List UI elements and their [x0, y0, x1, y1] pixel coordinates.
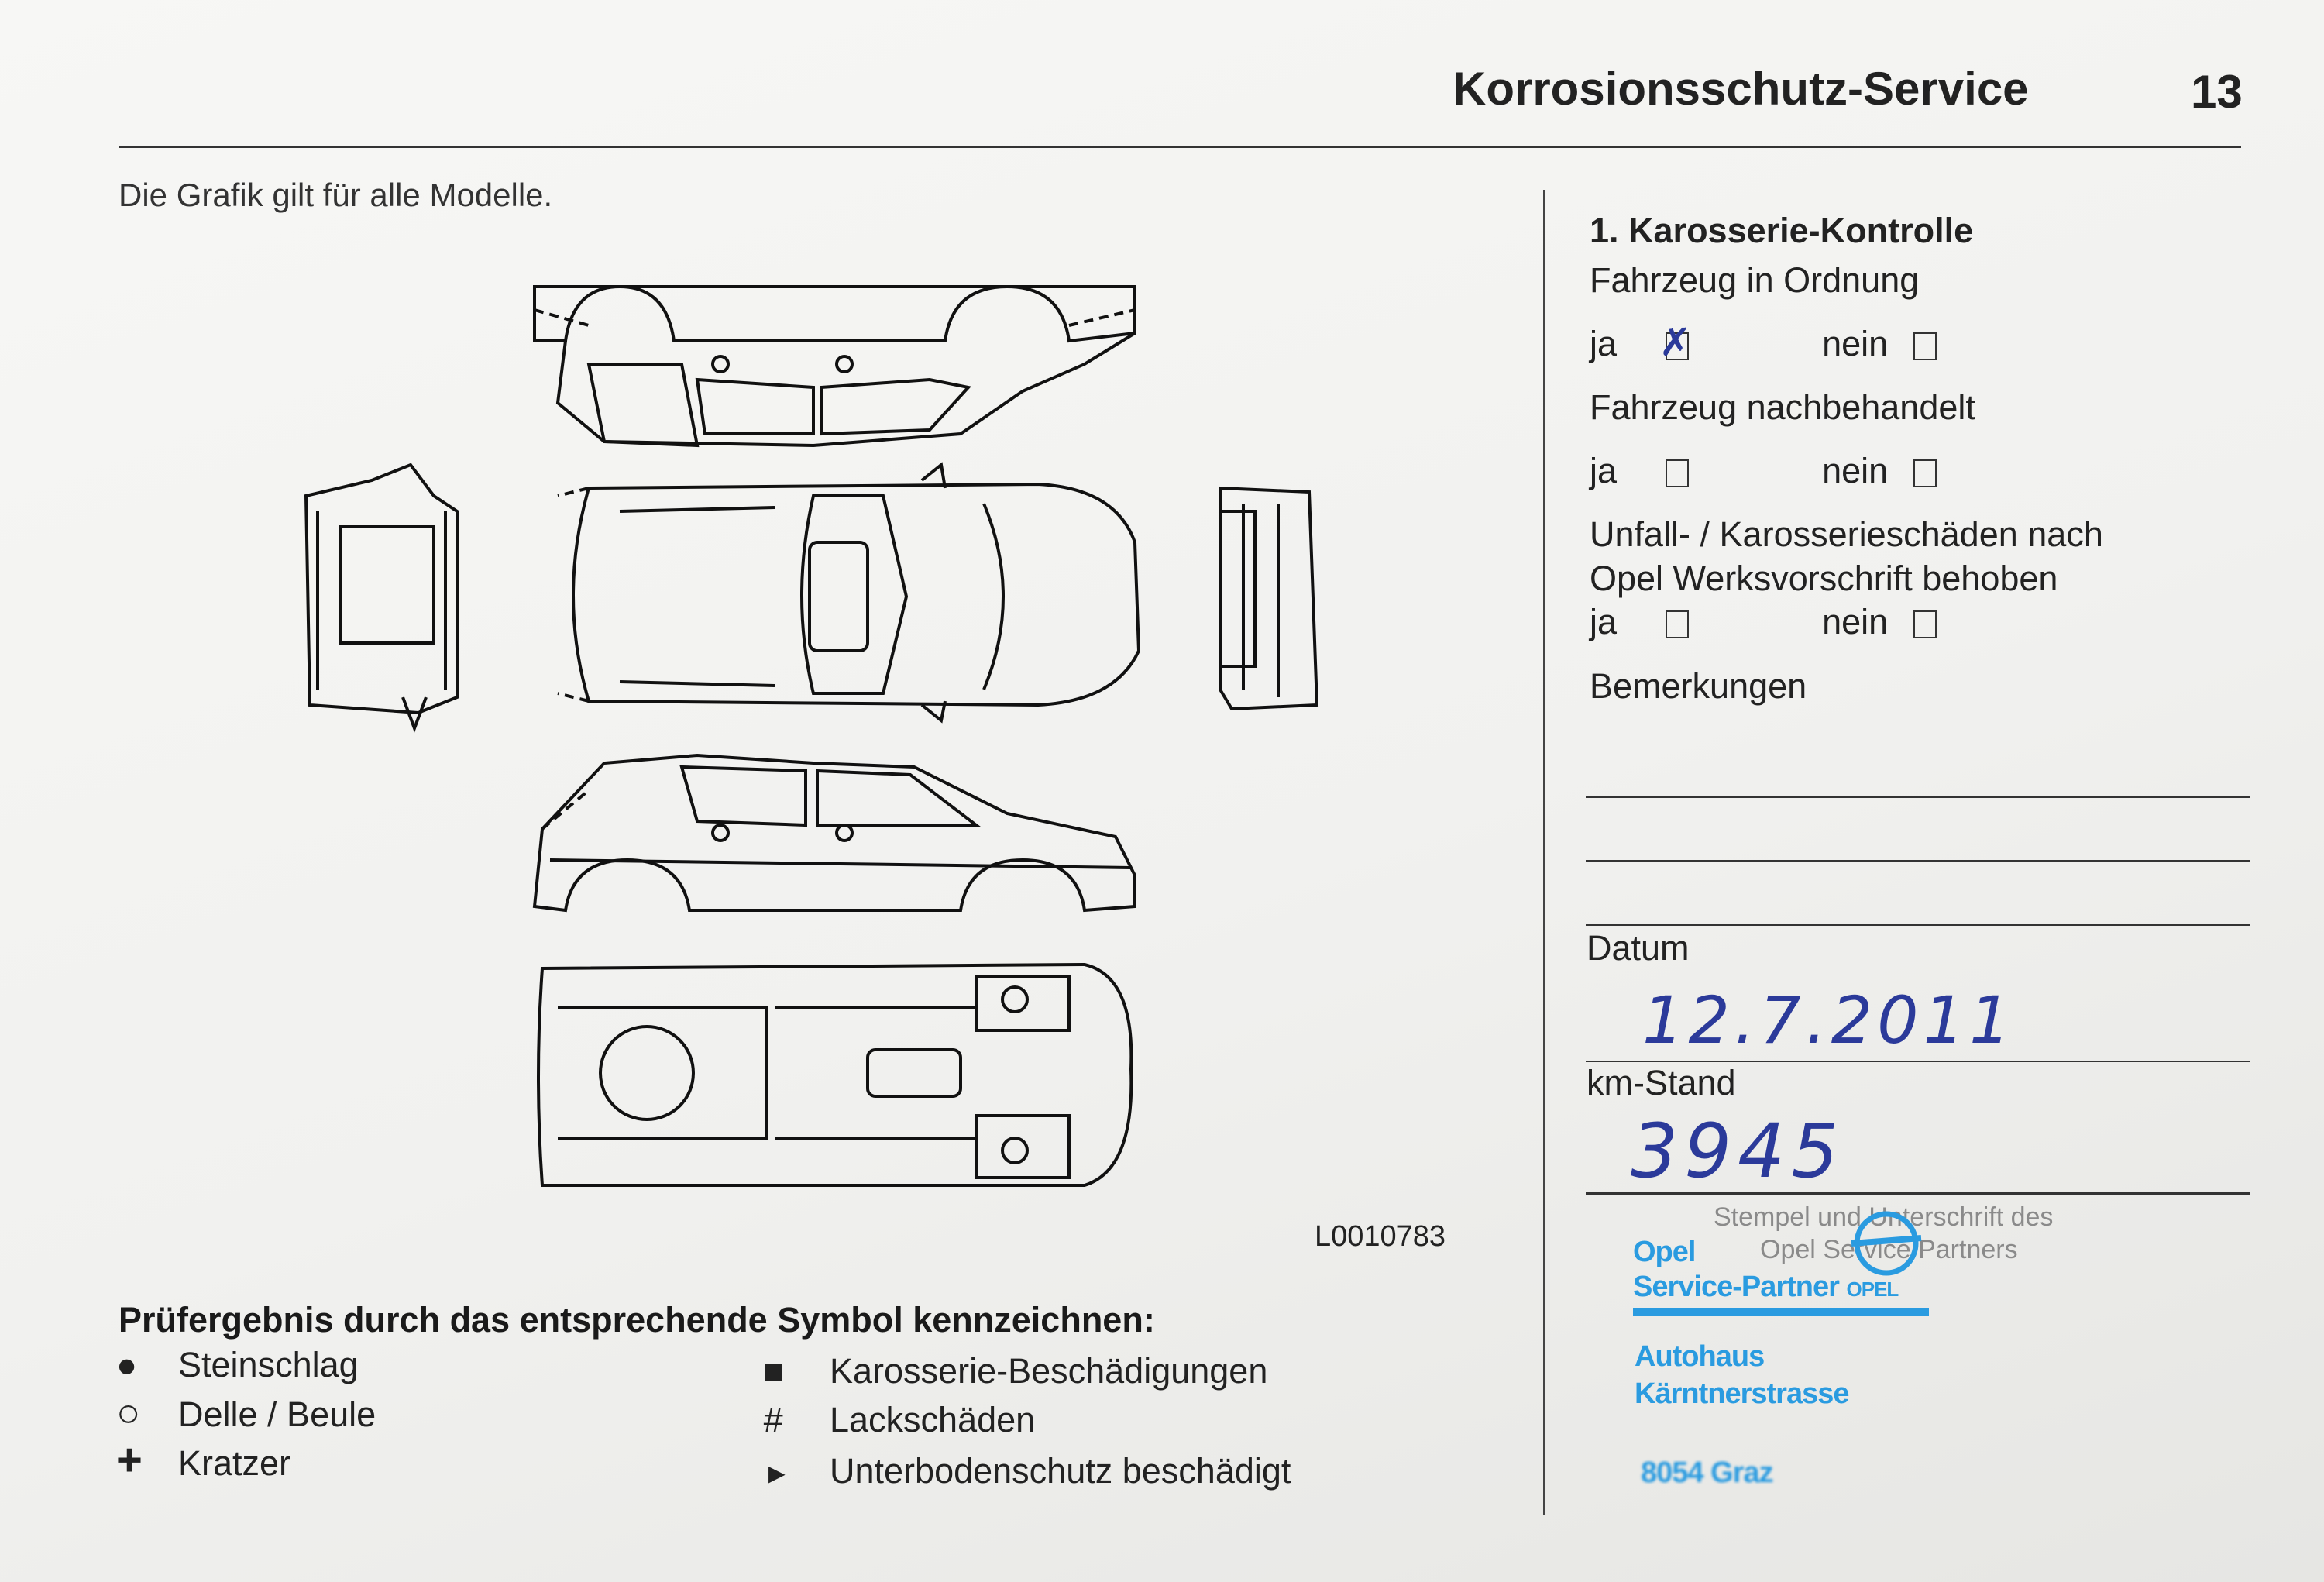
q1-label: Fahrzeug in Ordnung	[1590, 260, 1920, 300]
q2-yes-label: ja	[1590, 451, 1618, 490]
q2-yes-checkbox[interactable]	[1665, 459, 1689, 488]
diagram-code: L0010783	[1315, 1220, 1446, 1253]
q3-label-line1: Unfall- / Karosserieschäden nach	[1590, 514, 2103, 554]
date-line	[1586, 1061, 2250, 1062]
legend-item-paint-damage: # Lackschäden	[763, 1400, 1035, 1440]
remarks-line-3[interactable]	[1586, 924, 2250, 926]
car-top-view	[557, 462, 1141, 724]
q1-row: ja ✗ nein	[1590, 320, 1937, 365]
car-side-view-inverted	[533, 284, 1136, 448]
legend-item-stone-chip: ● Steinschlag	[116, 1345, 359, 1385]
intro-text: Die Grafik gilt für alle Modelle.	[119, 177, 553, 213]
stamp-line5: 8054 Graz	[1641, 1456, 1774, 1489]
legend-item-body-damage: ■ Karosserie-Beschädigungen	[763, 1351, 1267, 1391]
date-label: Datum	[1587, 928, 1690, 968]
stamp-service-partner: Service-Partner	[1633, 1271, 1840, 1303]
stamp-line2: Service-Partner OPEL	[1633, 1271, 1899, 1304]
q2-no-checkbox[interactable]	[1913, 459, 1937, 488]
km-value[interactable]: 3945	[1631, 1108, 1845, 1195]
q3-yes-checkbox[interactable]	[1665, 610, 1689, 639]
check-mark-icon: ✗	[1659, 320, 1692, 366]
stamp-caption-line1: Stempel und Unterschrift des	[1714, 1202, 2054, 1232]
stone-chip-icon: ●	[116, 1345, 138, 1384]
scratch-icon: +	[116, 1435, 143, 1485]
stamp-line4: Kärntnerstrasse	[1635, 1377, 1849, 1410]
paint-damage-icon: #	[763, 1400, 783, 1439]
q3-row: ja nein	[1590, 602, 1937, 642]
q2-label: Fahrzeug nachbehandelt	[1590, 387, 1975, 427]
underbody-damage-icon: ►	[763, 1457, 791, 1489]
remarks-line-2[interactable]	[1586, 860, 2250, 862]
dent-icon: ○	[116, 1391, 141, 1436]
km-line	[1586, 1192, 2250, 1195]
stamp-line3: Autohaus	[1635, 1340, 1765, 1373]
q1-no-label: nein	[1822, 324, 1889, 363]
date-value[interactable]: 12.7.2011	[1642, 982, 2016, 1058]
car-rear-view	[1219, 486, 1319, 711]
section-title: Korrosionsschutz-Service	[1452, 63, 2029, 115]
stamp-brand: OPEL	[1846, 1278, 1899, 1301]
legend-label: Unterbodenschutz beschädigt	[830, 1451, 1291, 1491]
car-front-view	[304, 463, 459, 733]
remarks-label: Bemerkungen	[1590, 666, 1807, 706]
legend-label: Lackschäden	[830, 1400, 1036, 1439]
legend-label: Delle / Beule	[178, 1395, 376, 1434]
legend-label: Steinschlag	[178, 1345, 359, 1384]
q1-yes-checkbox[interactable]: ✗	[1659, 320, 1692, 365]
stamp-bar	[1633, 1308, 1929, 1316]
legend-item-dent: ○ Delle / Beule	[116, 1391, 376, 1436]
legend-item-scratch: + Kratzer	[116, 1435, 291, 1485]
q2-row: ja nein	[1590, 451, 1937, 491]
q3-yes-label: ja	[1590, 602, 1618, 641]
page-number: 13	[2191, 66, 2243, 118]
body-damage-icon: ■	[763, 1351, 785, 1391]
km-label: km-Stand	[1587, 1063, 1736, 1102]
q1-yes-label: ja	[1590, 324, 1618, 363]
car-underbody-view	[537, 962, 1133, 1187]
header-rule	[119, 146, 2241, 148]
q3-no-label: nein	[1822, 602, 1889, 641]
q1-no-checkbox[interactable]	[1913, 332, 1937, 361]
q2-no-label: nein	[1822, 451, 1889, 490]
q3-label-line2: Opel Werksvorschrift behoben	[1590, 559, 2058, 598]
car-side-view	[532, 753, 1136, 913]
q3-no-checkbox[interactable]	[1913, 610, 1937, 639]
stamp-line1: Opel	[1633, 1236, 1696, 1268]
legend-label: Karosserie-Beschädigungen	[830, 1351, 1268, 1391]
legend-label: Kratzer	[178, 1443, 291, 1483]
column-divider	[1543, 190, 1545, 1515]
legend-title: Prüfergebnis durch das entsprechende Sym…	[119, 1300, 1155, 1340]
check-title: 1. Karosserie-Kontrolle	[1590, 211, 1974, 250]
remarks-line-1[interactable]	[1586, 796, 2250, 798]
legend-item-underbody-damage: ► Unterbodenschutz beschädigt	[763, 1451, 1291, 1491]
